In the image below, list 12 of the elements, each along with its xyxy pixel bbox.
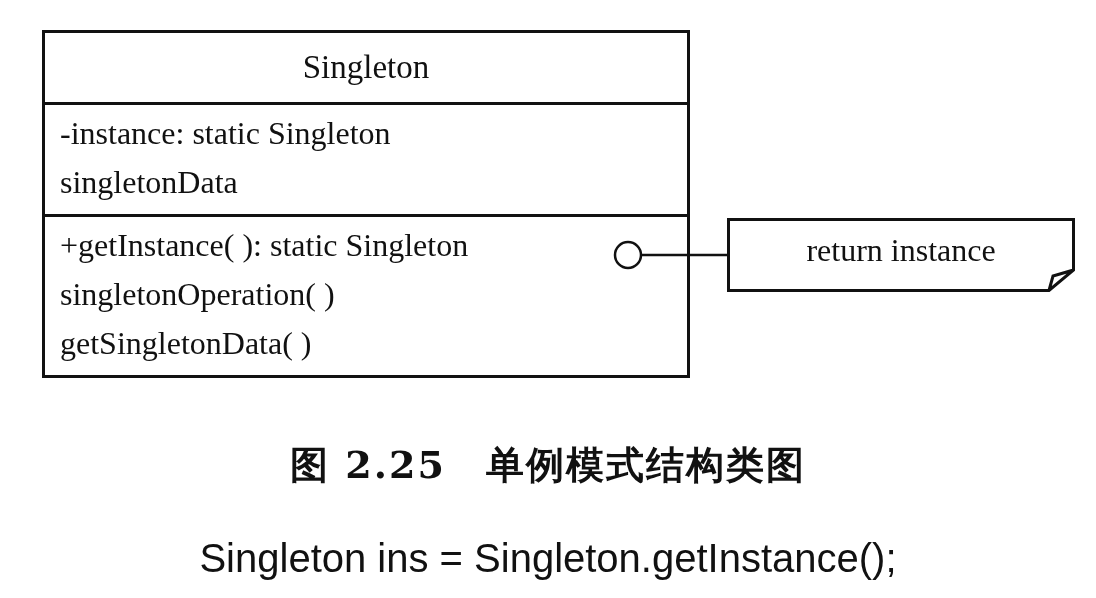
note-text: return instance xyxy=(805,232,997,269)
operation-text: getSingletonData( ) xyxy=(60,324,313,363)
operation-text: singletonOperation( ) xyxy=(60,275,336,314)
operation-text: +getInstance( ): static Singleton xyxy=(60,226,470,265)
code-line: Singleton ins = Singleton.getInstance(); xyxy=(198,536,898,581)
figure-caption: 图 2.25 单例模式结构类图 xyxy=(289,441,807,489)
class-box xyxy=(42,30,690,378)
class-name: Singleton xyxy=(301,48,431,86)
attribute-text: singletonData xyxy=(60,163,239,202)
note-connector xyxy=(613,240,727,270)
note-box xyxy=(727,218,1075,292)
attribute-text: -instance: static Singleton xyxy=(60,114,392,153)
